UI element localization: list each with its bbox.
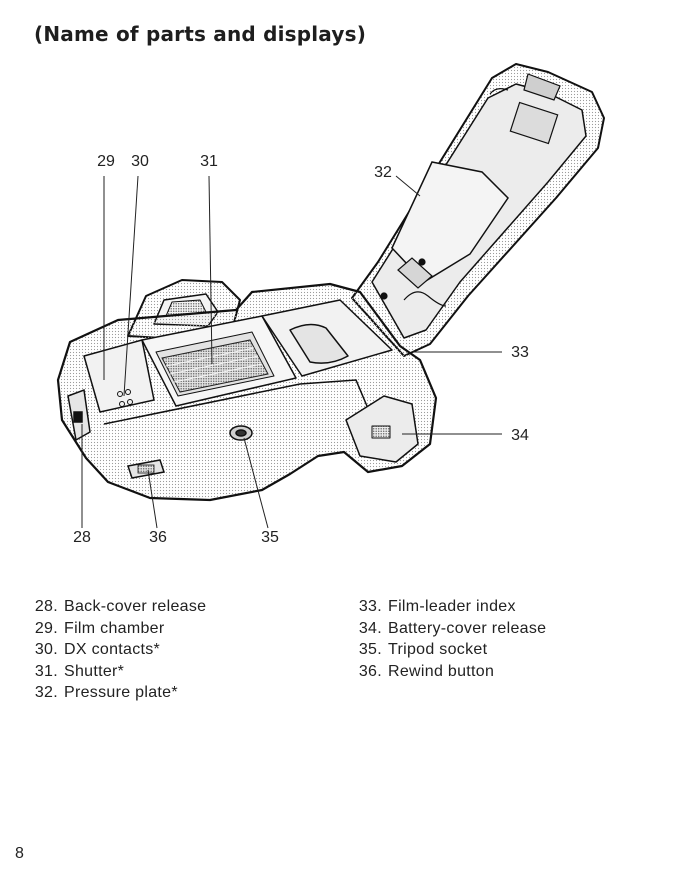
legend-text: Film-leader index [388,598,516,615]
legend-text: Pressure plate* [64,684,178,701]
parts-legend-right: 33. Film-leader index 34. Battery-cover re… [352,596,546,682]
legend-text: Back-cover release [64,598,206,615]
legend-item: 28. Back-cover release [28,596,206,618]
legend-item: 32. Pressure plate* [28,682,206,704]
page-number: 8 [15,845,24,863]
legend-number: 30. [28,639,58,661]
tripod-socket [230,426,252,440]
legend-text: Tripod socket [388,641,487,658]
legend-item: 36. Rewind button [352,661,546,683]
legend-number: 33. [352,596,382,618]
legend-number: 28. [28,596,58,618]
legend-item: 33. Film-leader index [352,596,546,618]
callout-28: 28 [73,529,91,547]
legend-number: 34. [352,618,382,640]
callout-32: 32 [374,164,392,182]
legend-number: 36. [352,661,382,683]
callout-34: 34 [511,427,529,445]
callout-31: 31 [200,153,218,171]
callout-35: 35 [261,529,279,547]
parts-legend-left: 28. Back-cover release 29. Film chamber 30… [28,596,206,704]
callout-36: 36 [149,529,167,547]
legend-text: Rewind button [388,663,494,680]
legend-item: 29. Film chamber [28,618,206,640]
legend-number: 29. [28,618,58,640]
legend-text: Shutter* [64,663,124,680]
legend-item: 34. Battery-cover release [352,618,546,640]
legend-text: Film chamber [64,620,165,637]
legend-item: 30. DX contacts* [28,639,206,661]
callout-29: 29 [97,153,115,171]
legend-number: 31. [28,661,58,683]
callout-30: 30 [131,153,149,171]
legend-number: 35. [352,639,382,661]
legend-text: Battery-cover release [388,620,546,637]
legend-text: DX contacts* [64,641,160,658]
legend-item: 35. Tripod socket [352,639,546,661]
legend-item: 31. Shutter* [28,661,206,683]
callout-33: 33 [511,344,529,362]
legend-number: 32. [28,682,58,704]
